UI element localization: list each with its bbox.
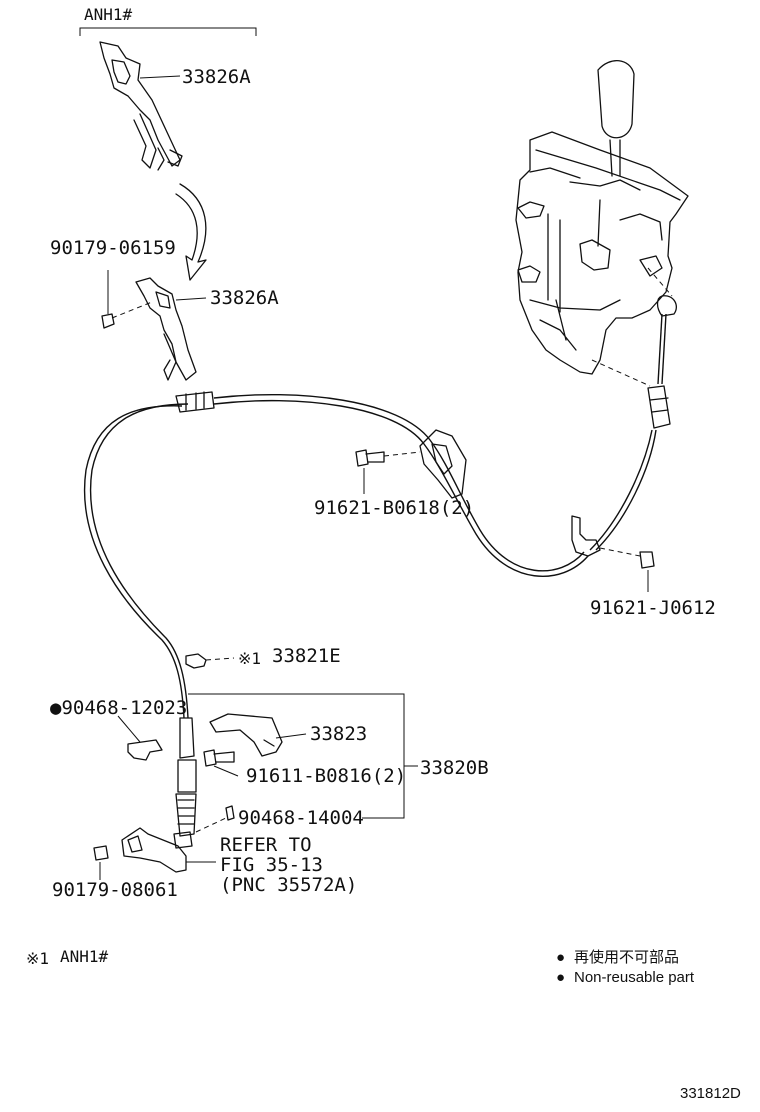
bracket-33826a-top: [99, 41, 183, 171]
lower-lever-icon: [121, 827, 216, 873]
label-91621-b0618: 91621-B0618(2): [314, 497, 474, 519]
legend: ● 再使用不可部品 ● Non-reusable part: [556, 949, 695, 986]
bolt-91611-b0816-icon: [203, 749, 239, 777]
direction-arrow: [175, 183, 207, 281]
label-91621-j0612: 91621-J0612: [590, 597, 716, 619]
bolt-90179-06159-icon: [101, 270, 115, 329]
legend-symbol-ja: ●: [556, 949, 565, 966]
bolt-91621-j0612-icon: [639, 551, 655, 592]
diagram-code: 331812D: [680, 1085, 741, 1102]
shift-lever-assembly: [515, 60, 689, 387]
label-33821e-mark: ※1: [238, 649, 261, 668]
label-90468-14004: 90468-14004: [238, 807, 364, 829]
label-91611-b0816: 91611-B0816(2): [246, 765, 406, 787]
bolt-90179-08061-icon: [93, 845, 109, 880]
control-cable: [84, 295, 677, 849]
refer-line-2: FIG 35-13: [220, 854, 323, 876]
label-33821e: 33821E: [272, 645, 341, 667]
legend-text-en: Non-reusable part: [574, 969, 695, 986]
label-33820b: 33820B: [420, 757, 489, 779]
refer-line-1: REFER TO: [220, 834, 312, 856]
label-33823: 33823: [310, 723, 367, 745]
label-90179-08061: 90179-08061: [52, 879, 178, 901]
footnote-text: ANH1#: [60, 947, 109, 966]
label-90468-12023: ●90468-12023: [50, 697, 187, 719]
footnote-mark: ※1: [26, 949, 49, 968]
label-33826a-top: 33826A: [182, 66, 251, 88]
bracket-33820b: [188, 693, 418, 819]
clip-90468-12023-icon: [117, 715, 163, 761]
header-bracket: ANH1#: [79, 5, 257, 36]
bracket-33823-icon: [209, 713, 307, 757]
bolt-91621-b0618-icon: [355, 449, 385, 494]
clip-33821e-icon: [185, 653, 235, 669]
label-90179-06159: 90179-06159: [50, 237, 176, 259]
legend-text-ja: 再使用不可部品: [574, 949, 679, 966]
legend-symbol-en: ●: [556, 969, 565, 986]
refer-line-3: (PNC 35572A): [220, 874, 357, 896]
clip-90468-14004-icon: [195, 805, 235, 833]
header-bracket-label: ANH1#: [84, 5, 133, 24]
label-33826a-mid: 33826A: [210, 287, 279, 309]
bracket-33826a-mid: [111, 277, 207, 381]
